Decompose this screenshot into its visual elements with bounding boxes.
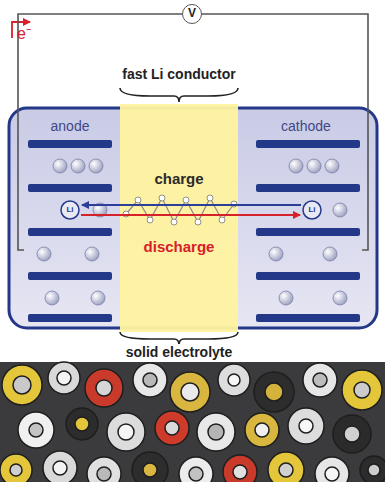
charge-arrow [82,204,301,206]
anode-plates [28,140,112,322]
cathode-plates [256,140,360,322]
ion-label: Li [308,205,315,214]
wire [202,14,368,250]
li-ion [303,201,321,219]
voltmeter-circle: V [182,4,202,24]
part-label: fast Li conductor [122,66,236,82]
discharge-arrow [81,214,300,216]
li-ion [61,201,79,219]
brace [120,88,238,102]
part-label: solid electrolyte [123,344,236,360]
electrode-label: cathode [250,118,362,134]
electrode-label: anode [24,118,116,134]
wire [18,14,182,250]
electrolyte-region: charge discharge [120,112,238,326]
anode-region: anode [24,112,116,326]
charge-label: charge [120,170,238,187]
electrolyte-band [120,104,238,332]
voltmeter-symbol: V [183,7,201,21]
cathode-region: cathode [250,112,362,326]
ion-spheres [37,159,347,305]
electron-label: e⁻ [17,25,31,43]
ion-label: Li [66,205,73,214]
conduction-chain [123,195,237,225]
battery-photo [0,362,385,482]
discharge-label: discharge [120,238,238,255]
